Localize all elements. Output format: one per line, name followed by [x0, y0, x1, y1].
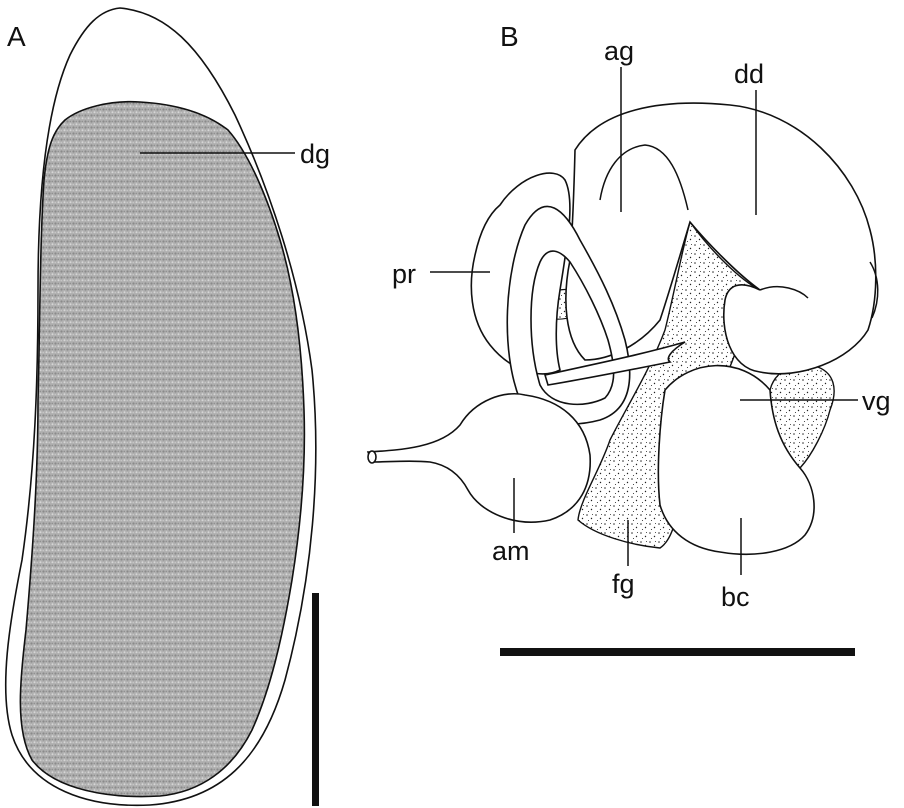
panel-a-letter: A: [7, 21, 26, 52]
label-fg: fg: [612, 569, 635, 599]
panel-b: B ag dd pr vg am: [368, 21, 891, 656]
label-vg: vg: [862, 386, 891, 416]
ampulla: [368, 394, 590, 522]
scale-bar-b: [500, 648, 855, 656]
label-ag: ag: [604, 36, 634, 66]
digestive-gland: [20, 102, 304, 797]
label-dd: dd: [734, 59, 764, 89]
panel-a: A dg: [6, 8, 330, 806]
duct-opening: [368, 451, 376, 463]
label-bc: bc: [721, 582, 750, 612]
scale-bar-a: [312, 593, 319, 806]
label-dg: dg: [300, 139, 330, 169]
panel-b-letter: B: [500, 21, 519, 52]
label-pr: pr: [392, 259, 416, 289]
label-am: am: [492, 536, 530, 566]
